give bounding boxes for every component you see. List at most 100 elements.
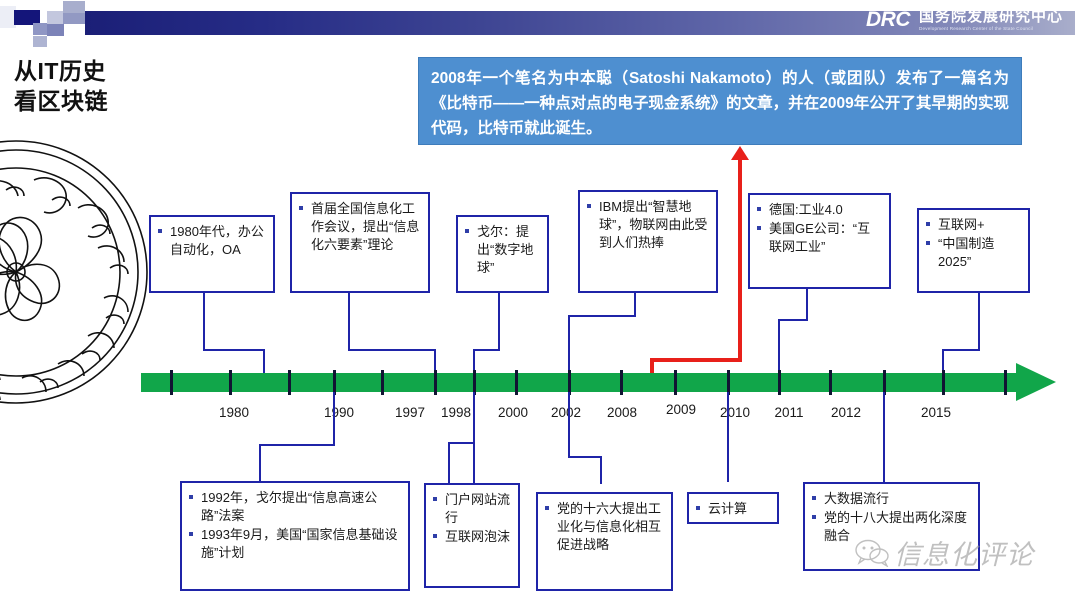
- header-gradient-bar: [85, 11, 1075, 35]
- list-item: 1993年9月，美国“国家信息基础设施”计划: [188, 526, 401, 562]
- timeline-year-label: 1997: [394, 405, 426, 420]
- page-title-line2: 看区块链: [14, 88, 108, 115]
- red-connector-vertical: [738, 160, 742, 360]
- connector-bottom-4-v1: [727, 392, 729, 482]
- connector-bottom-3-h: [568, 456, 602, 458]
- connector-top-1-h: [203, 349, 264, 351]
- top-box-6-list: 互联网+ “中国制造2025”: [925, 216, 1021, 271]
- connector-bottom-1-h: [259, 444, 335, 446]
- timeline-arrow-head: [1016, 363, 1056, 401]
- bottom-box-3-list: 党的十六大提出工业化与信息化相互促进战略: [544, 500, 664, 554]
- header-square-dark: [14, 10, 40, 25]
- connector-top-2-v2: [434, 349, 436, 373]
- header-square-light: [47, 11, 63, 24]
- list-item: 门户网站流行: [432, 491, 511, 527]
- header-square-pale: [0, 6, 16, 28]
- list-item: 党的十八大提出两化深度融合: [811, 509, 971, 545]
- timeline-year-label: 2010: [719, 405, 751, 420]
- timeline-year-label: 2002: [550, 405, 582, 420]
- wechat-icon: [855, 539, 889, 567]
- connector-bottom-2-v1: [473, 392, 475, 484]
- header-square-top2: [63, 13, 85, 24]
- timeline-tick: [778, 370, 781, 395]
- connector-top-4-v2: [568, 315, 570, 373]
- header-square-top: [63, 1, 85, 13]
- connector-top-4-h: [568, 315, 636, 317]
- timeline-tick: [434, 370, 437, 395]
- top-box-6: 互联网+ “中国制造2025”: [917, 208, 1030, 293]
- timeline-tick: [1004, 370, 1007, 395]
- connector-bottom-1-v1: [333, 392, 335, 446]
- connector-top-2-h: [348, 349, 436, 351]
- drc-logo-text: 国务院发展研究中心 Development Research Center of…: [919, 9, 1063, 32]
- header-banner: DRC 国务院发展研究中心 Development Research Cente…: [0, 0, 1075, 47]
- connector-bottom-5-v1: [883, 392, 885, 482]
- drc-logo-english: Development Research Center of the State…: [918, 25, 1034, 31]
- top-box-1: 1980年代，办公自动化，OA: [149, 215, 275, 293]
- list-item: 德国:工业4.0: [756, 201, 882, 219]
- connector-top-3-h: [473, 349, 500, 351]
- bottom-box-5-list: 大数据流行 党的十八大提出两化深度融合: [811, 490, 971, 545]
- timeline-bar: [141, 373, 1033, 392]
- timeline-year-label: 2011: [774, 405, 804, 420]
- timeline-year-label: 1990: [323, 405, 355, 420]
- timeline-tick: [170, 370, 173, 395]
- timeline-tick: [727, 370, 730, 395]
- bottom-box-2-list: 门户网站流行 互联网泡沫: [432, 491, 511, 546]
- connector-top-3-v2: [473, 349, 475, 373]
- list-item: 云计算: [695, 500, 770, 518]
- drc-logo: DRC 国务院发展研究中心 Development Research Cente…: [866, 5, 1063, 35]
- timeline-year-label: 1998: [440, 405, 472, 420]
- bottom-box-1-list: 1992年，戈尔提出“信息高速公路”法案 1993年9月，美国“国家信息基础设施…: [188, 489, 401, 562]
- drc-logo-chinese: 国务院发展研究中心: [918, 7, 1063, 25]
- list-item: 1980年代，办公自动化，OA: [157, 223, 266, 259]
- header-square-mid2: [47, 24, 64, 36]
- connector-bottom-1-v2: [259, 444, 261, 484]
- connector-bottom-2-h: [448, 442, 475, 444]
- list-item: 互联网泡沫: [432, 528, 511, 546]
- bottom-box-2: 门户网站流行 互联网泡沫: [424, 483, 520, 588]
- connector-top-2-v1: [348, 293, 350, 350]
- list-item: IBM提出“智慧地球”，物联网由此受到人们热捧: [586, 198, 709, 252]
- connector-top-5-v1: [806, 289, 808, 321]
- bottom-box-1: 1992年，戈尔提出“信息高速公路”法案 1993年9月，美国“国家信息基础设施…: [180, 481, 410, 591]
- bottom-box-5: 大数据流行 党的十八大提出两化深度融合: [803, 482, 980, 571]
- timeline-tick: [942, 370, 945, 395]
- top-box-5-list: 德国:工业4.0 美国GE公司：“互联网工业”: [756, 201, 882, 256]
- timeline-tick: [229, 370, 232, 395]
- connector-top-6-v1: [978, 293, 980, 350]
- connector-top-1-v2: [263, 349, 265, 373]
- list-item: 戈尔：提出“数字地球”: [464, 223, 540, 277]
- bottom-box-4-list: 云计算: [695, 500, 770, 518]
- watermark-text: 信息化评论: [894, 540, 1034, 570]
- top-box-2-list: 首届全国信息化工作会议，提出“信息化六要素”理论: [298, 200, 421, 254]
- timeline-year-label: 2000: [497, 405, 529, 420]
- timeline-year-label: 2009: [665, 402, 697, 417]
- callout-bitcoin-origin: 2008年一个笔名为中本聪（Satoshi Nakamoto）的人（或团队）发布…: [418, 57, 1022, 145]
- timeline-tick: [829, 370, 832, 395]
- header-square-mid: [33, 23, 47, 35]
- list-item: 互联网+: [925, 216, 1021, 234]
- connector-top-1-v1: [203, 293, 205, 350]
- drc-logo-abbr: DRC: [865, 8, 911, 31]
- floral-medallion-decoration: [0, 140, 148, 404]
- bottom-box-4: 云计算: [687, 492, 779, 524]
- list-item: 大数据流行: [811, 490, 971, 508]
- top-box-4: IBM提出“智慧地球”，物联网由此受到人们热捧: [578, 190, 718, 293]
- timeline-tick: [568, 370, 571, 395]
- top-box-1-list: 1980年代，办公自动化，OA: [157, 223, 266, 259]
- top-box-3-list: 戈尔：提出“数字地球”: [464, 223, 540, 277]
- connector-top-3-v1: [498, 293, 500, 350]
- timeline-year-label: 1980: [218, 405, 250, 420]
- connector-bottom-3-v1: [568, 392, 570, 458]
- connector-top-6-h: [942, 349, 980, 351]
- header-square-bottom: [33, 36, 47, 47]
- timeline-tick: [473, 370, 476, 395]
- red-arrow-head: [731, 146, 749, 160]
- connector-top-4-v1: [634, 293, 636, 317]
- page-title-line1: 从IT历史: [14, 58, 106, 84]
- list-item: 美国GE公司：“互联网工业”: [756, 220, 882, 256]
- timeline-tick: [381, 370, 384, 395]
- bottom-box-3: 党的十六大提出工业化与信息化相互促进战略: [536, 492, 673, 591]
